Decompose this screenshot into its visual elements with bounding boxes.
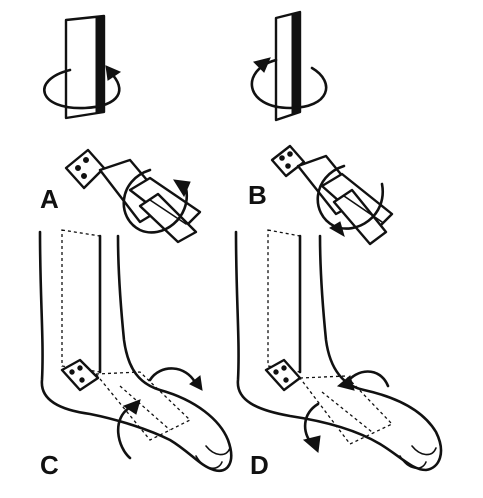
panel-c-toes: [195, 445, 231, 469]
panel-a-label: A: [40, 184, 59, 214]
panel-d-ankle-hinge: [264, 358, 302, 392]
panel-d-leg-slat: [267, 229, 301, 373]
panel-b-ankle-hinge: [270, 144, 306, 178]
panel-c-leg-outline: [38, 230, 233, 473]
panel-b-foot-plates: [320, 172, 394, 246]
panel-d-rotation-arrowhead-upper: [336, 375, 355, 391]
panel-b-leg-slat-edge: [291, 11, 301, 116]
panel-b: B: [248, 10, 394, 246]
panel-d-toes: [399, 445, 437, 469]
panel-a-ankle-hinge: [64, 148, 106, 190]
panel-b-leg-rotation-arrowhead: [253, 57, 271, 73]
panel-c-inversion-arrowhead: [122, 399, 141, 415]
panel-d-leg-outline: [234, 230, 443, 472]
panel-d-foot-plate: [298, 375, 394, 445]
panel-c-foot-plate: [94, 371, 192, 441]
panel-a-leg-rotation-arrowhead: [105, 65, 122, 81]
panel-d: D: [234, 229, 443, 480]
panel-c-ankle-hinge: [60, 358, 100, 392]
panel-a-leg-rotation-arrow: [43, 68, 121, 110]
panel-b-leg-rotation-arrow: [250, 58, 328, 110]
panel-b-label: B: [248, 180, 267, 210]
panel-a-foot-plates: [128, 176, 202, 244]
panel-c-leg-slat: [61, 229, 101, 373]
panel-a-foot-rotation-arrowhead: [173, 179, 191, 198]
panel-a-leg-slat-edge: [95, 15, 105, 114]
panel-b-foot-rotation-arrowhead: [329, 221, 345, 238]
panel-c-inversion-arrow: [116, 404, 134, 460]
panel-c-eversion-arrowhead: [189, 375, 203, 391]
panel-d-rotation-arrowhead-lower: [302, 435, 321, 453]
panel-c-eversion-arrow: [148, 367, 198, 386]
panel-c-label: C: [40, 450, 59, 480]
panel-d-label: D: [250, 450, 269, 480]
panel-a: A: [40, 14, 202, 244]
panel-c: C: [38, 229, 233, 480]
panel-a-foot-rotation-arrow: [122, 168, 189, 234]
